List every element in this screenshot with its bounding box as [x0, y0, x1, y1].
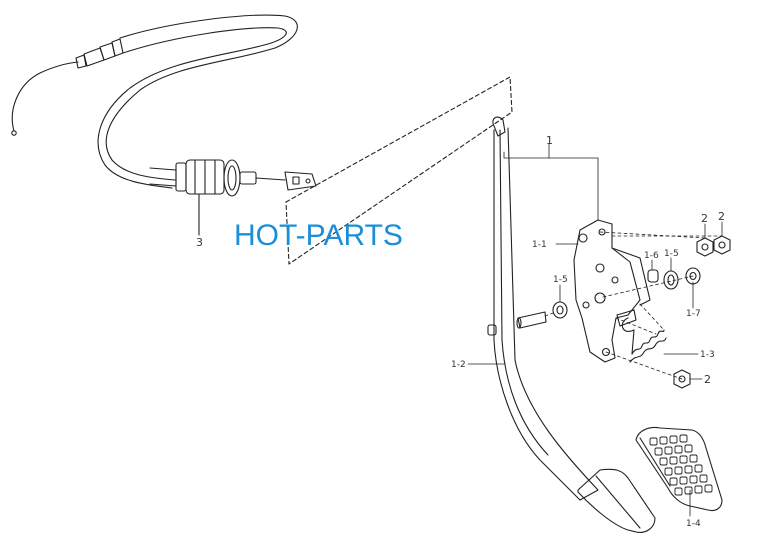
label-bracket: 1-1 — [532, 240, 547, 250]
label-pedal-pad: 1-4 — [686, 519, 701, 529]
label-pedal-assy: 1 — [546, 134, 553, 147]
grip-cell — [649, 437, 658, 446]
grip-cell — [664, 446, 673, 455]
label-bushing-right: 1-5 — [664, 249, 679, 259]
nut-top-left — [696, 237, 714, 257]
grip-cell — [684, 444, 693, 453]
pedal-bracket — [573, 219, 651, 363]
label-bushing-left: 1-5 — [553, 275, 568, 285]
label-nut-top-left: 2 — [701, 212, 708, 225]
cable-wire-tip — [11, 130, 17, 136]
grip-cell — [674, 445, 683, 454]
grip-cell — [679, 476, 688, 485]
cable-upper-fitting — [75, 38, 124, 69]
leader-lines — [467, 143, 723, 517]
grip-cell — [684, 486, 693, 495]
throttle-cable — [11, 14, 317, 236]
watermark: HOT-PARTS — [234, 219, 403, 252]
grip-cell — [669, 456, 678, 465]
pedal-arm — [492, 116, 656, 533]
grip-cell — [679, 434, 688, 443]
grip-cell — [689, 475, 698, 484]
label-washer: 1-7 — [686, 309, 701, 319]
label-spring: 1-3 — [700, 350, 715, 360]
grip-cell — [669, 435, 678, 444]
cable-adjuster — [149, 159, 317, 197]
connection-dashed-outline — [285, 76, 513, 265]
label-nut-bottom: 2 — [704, 373, 711, 386]
cable-sheath-inner — [97, 27, 287, 189]
grip-cell — [679, 455, 688, 464]
label-pin: 1-6 — [644, 251, 659, 261]
alignment-lines — [544, 231, 723, 380]
cable-sheath-outer — [105, 14, 298, 181]
grip-cell — [669, 477, 678, 486]
grip-cell — [694, 464, 703, 473]
grip-cell — [659, 457, 668, 466]
grip-cell — [674, 466, 683, 475]
grip-cell — [699, 474, 708, 483]
label-nut-top-right: 2 — [718, 210, 725, 223]
grip-cell — [704, 484, 713, 493]
nut-bottom — [673, 369, 691, 389]
nut-top-right — [713, 235, 731, 255]
grip-cell — [694, 485, 703, 494]
return-spring — [621, 317, 667, 363]
pedal-pad-grip — [649, 434, 713, 496]
grip-cell — [664, 467, 673, 476]
grip-cell — [684, 465, 693, 474]
grip-cell — [689, 454, 698, 463]
bushing-left — [552, 301, 568, 319]
cable-wire-end — [11, 61, 79, 132]
grip-cell — [674, 487, 683, 496]
pin — [647, 269, 659, 283]
pedal-pad — [635, 426, 723, 512]
pivot-pin — [487, 311, 547, 336]
grip-cell — [654, 447, 663, 456]
label-pedal-arm: 1-2 — [451, 360, 466, 370]
grip-cell — [659, 436, 668, 445]
label-cable-assy: 3 — [196, 236, 203, 249]
